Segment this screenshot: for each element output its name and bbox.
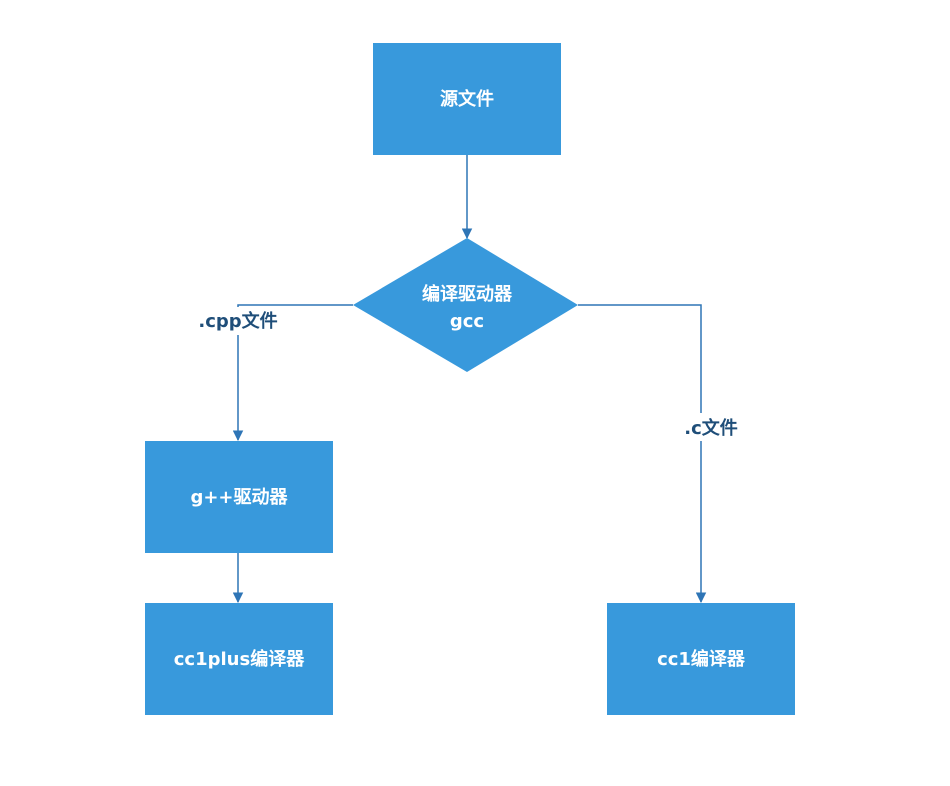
cpp-label-bg <box>192 307 284 335</box>
node-source[interactable]: 源文件 <box>373 43 561 155</box>
node-source-box <box>373 43 561 155</box>
node-cc1plus-label: cc1plus编译器 <box>174 648 305 670</box>
node-driver-diamond <box>353 238 578 372</box>
node-driver-label-line1: 编译驱动器 <box>422 283 513 305</box>
node-gpp-label: g++驱动器 <box>190 487 288 508</box>
edge-driver-to-gpp <box>232 304 353 442</box>
c-label-bg <box>676 413 748 441</box>
node-cc1plus[interactable]: cc1plus编译器 <box>145 603 333 715</box>
node-cc1-box <box>607 603 795 715</box>
node-gpp-box <box>145 441 333 553</box>
edge-label-c: .c文件 <box>684 417 738 439</box>
edge-label-cpp: .cpp文件 <box>198 310 277 332</box>
node-cc1-label: cc1编译器 <box>657 648 746 670</box>
node-driver-label-line2: gcc <box>450 311 484 332</box>
node-cc1plus-box <box>145 603 333 715</box>
node-source-label: 源文件 <box>440 88 494 110</box>
node-cc1[interactable]: cc1编译器 <box>607 603 795 715</box>
edge-driver-to-cc1 <box>578 304 707 604</box>
node-gpp[interactable]: g++驱动器 <box>145 441 333 553</box>
node-driver[interactable]: 编译驱动器 gcc <box>353 238 578 372</box>
